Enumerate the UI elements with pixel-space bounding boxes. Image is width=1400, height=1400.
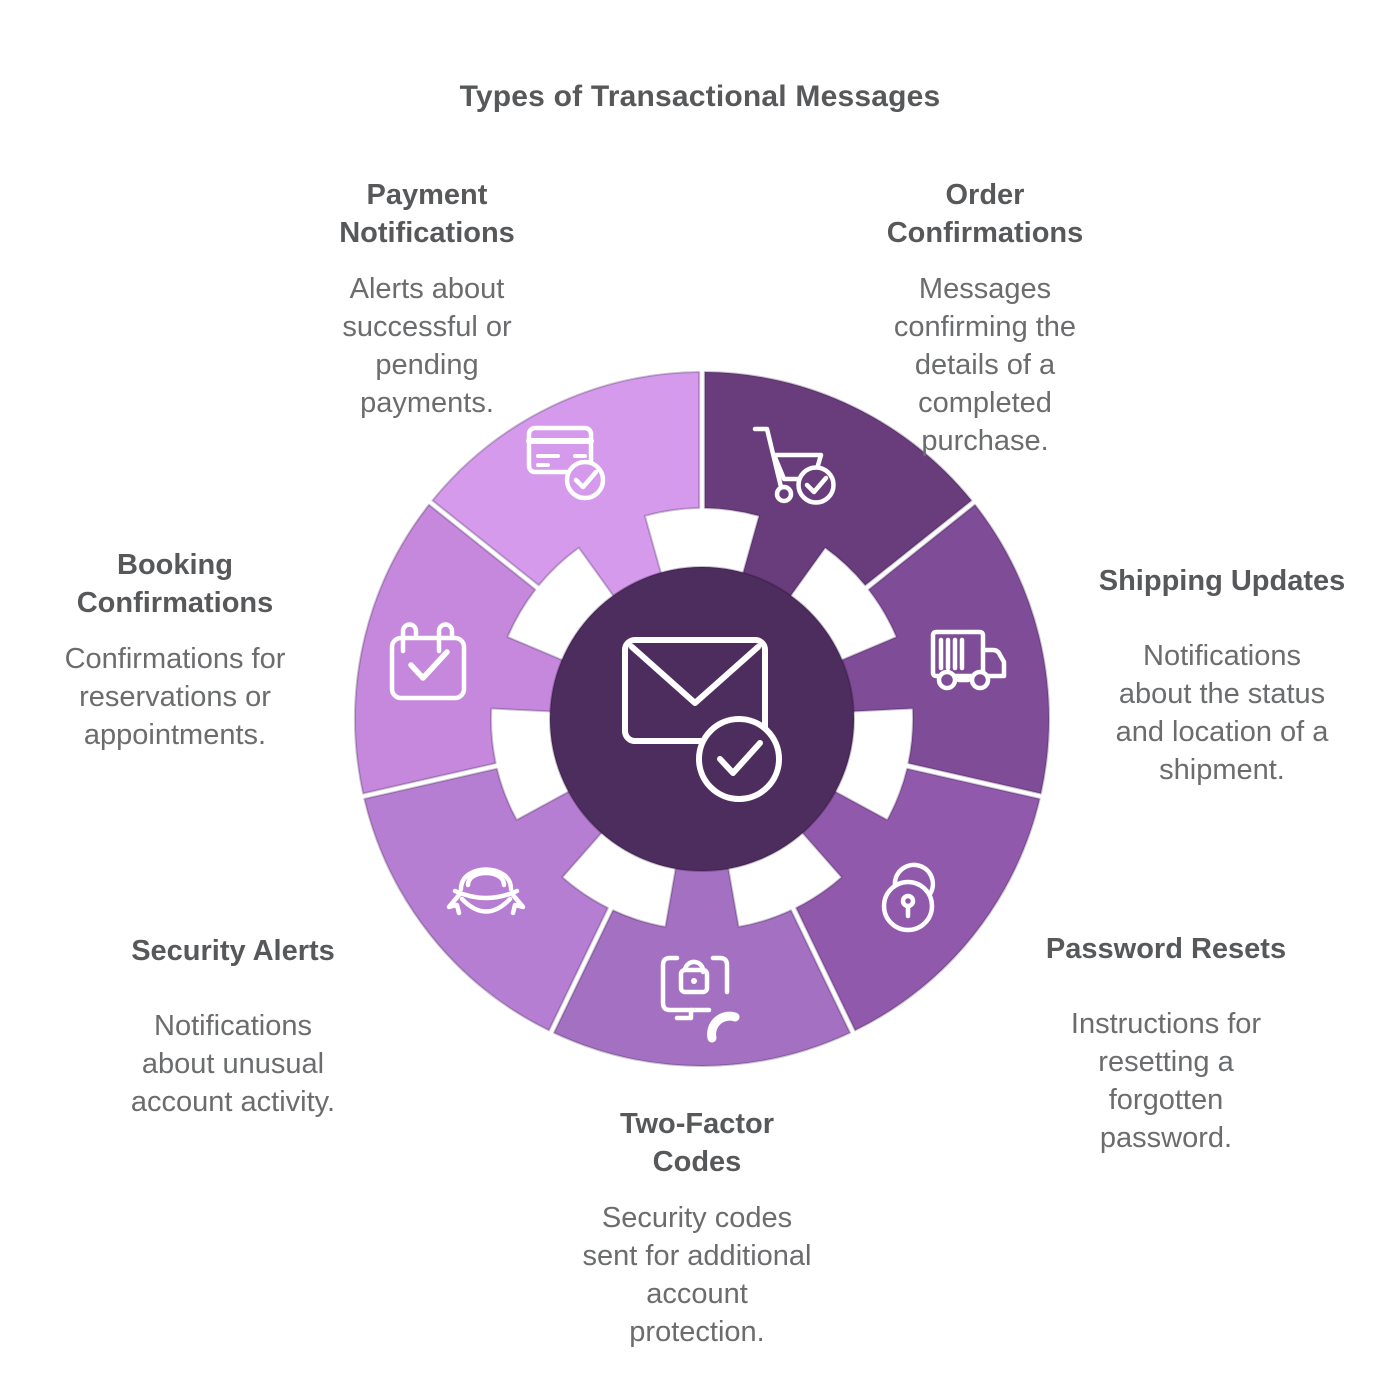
check-mark — [717, 740, 763, 776]
badge-band — [452, 888, 520, 901]
item-heading: Password Resets — [1045, 933, 1287, 965]
check-mark — [804, 475, 829, 495]
truck-cab — [980, 647, 1007, 679]
label-order-confirmations: Order Confirmations Messages confirming … — [805, 158, 1165, 478]
calendar-hook — [400, 622, 419, 654]
badge-ribbon-left — [446, 892, 462, 916]
item-heading: Order Confirmations — [886, 179, 1084, 249]
truck-wheel — [969, 669, 991, 691]
truck-cargo-box — [930, 629, 986, 679]
item-body: Instructions for resetting a forgotten p… — [1070, 1008, 1262, 1154]
calendar-check-icon — [389, 622, 467, 701]
item-heading: Two-Factor Codes — [619, 1108, 775, 1178]
shopping-cart-check-icon — [752, 426, 836, 505]
card-body — [526, 425, 594, 475]
padlock-body — [881, 879, 935, 933]
monitor-frame-right — [710, 955, 730, 995]
padlock-open-icon — [881, 862, 936, 933]
monitor-stand — [674, 1007, 694, 1021]
cart-wheel — [774, 484, 794, 504]
item-heading: Booking Confirmations — [76, 549, 274, 619]
label-security-alerts: Security Alerts Notifications about unus… — [53, 914, 413, 1139]
check-mark — [573, 469, 599, 490]
label-password-resets: Password Resets Instructions for resetti… — [986, 912, 1346, 1175]
label-two-factor-codes: Two-Factor Codes Security codes sent for… — [517, 1087, 877, 1369]
delivery-truck-icon — [930, 629, 1007, 691]
item-body: Notifications about unusual account acti… — [130, 1010, 336, 1118]
lock-shackle — [682, 959, 706, 975]
label-shipping-updates: Shipping Updates Notifications about the… — [1042, 544, 1400, 807]
label-booking-confirmations: Booking Confirmations Confirmations for … — [0, 528, 355, 772]
badge-inner-line — [465, 870, 507, 888]
padlock-shackle — [892, 862, 936, 897]
badge-dome — [458, 867, 514, 892]
segment-shipping-updates — [839, 503, 1050, 795]
check-mark — [408, 649, 450, 681]
item-body: Security codes sent for additional accou… — [582, 1202, 812, 1348]
badge-ribbon-right — [510, 892, 526, 916]
item-heading: Shipping Updates — [1098, 565, 1346, 597]
page-title: Types of Transactional Messages — [459, 80, 941, 113]
monitor-lock-phone-icon — [660, 955, 740, 1043]
security-badge-icon — [446, 867, 526, 916]
check-circle — [696, 716, 782, 802]
segment-password-resets — [795, 767, 1041, 1032]
item-body: Messages confirming the details of a com… — [893, 273, 1077, 457]
item-body: Alerts about successful or pending payme… — [342, 273, 512, 419]
item-heading: Security Alerts — [131, 935, 335, 967]
item-body: Confirmations for reservations or appoin… — [64, 643, 286, 751]
hub-circle — [549, 566, 855, 872]
item-body: Notifications about the status and locat… — [1115, 640, 1329, 786]
envelope-check-icon — [622, 637, 782, 802]
cart-handle — [752, 426, 784, 490]
label-payment-notifications: Payment Notifications Alerts about succe… — [247, 158, 607, 440]
segment-booking-confirmations — [354, 503, 565, 795]
lock-body — [678, 967, 710, 995]
badge-point — [459, 896, 513, 914]
lock-dot — [691, 978, 697, 984]
monitor-frame-left — [660, 955, 712, 1013]
segment-order-confirmations — [703, 371, 973, 599]
calendar-hook — [436, 622, 455, 654]
credit-card-check-icon — [526, 425, 606, 501]
truck-wheel — [936, 669, 958, 691]
phone-handset — [707, 1011, 740, 1043]
envelope-flap — [629, 644, 761, 706]
envelope-body — [622, 637, 768, 744]
item-heading: Payment Notifications — [339, 179, 515, 249]
calendar-body — [389, 635, 467, 701]
check-circle — [564, 459, 606, 501]
